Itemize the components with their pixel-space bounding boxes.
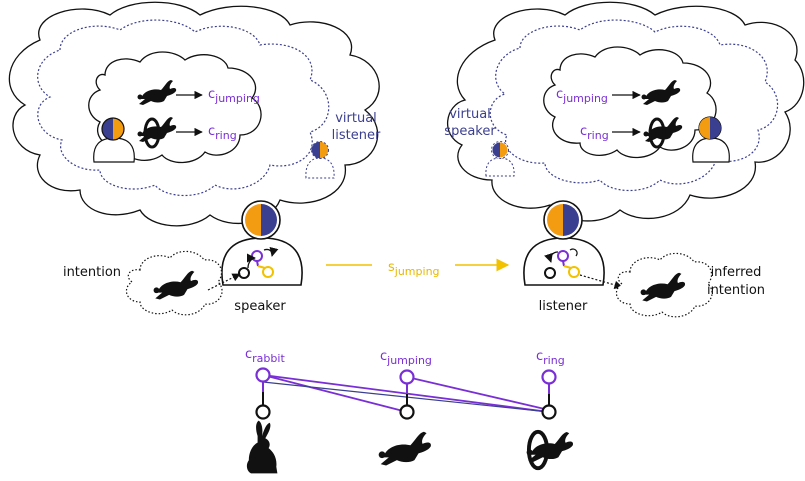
speaker-inner-self [93,117,135,163]
inferred-intention-cloud: inferred intention [615,252,765,318]
concept-node-rabbit [255,367,271,383]
svg-text:intention: intention [707,283,765,298]
listener-thought-row-1: cjumping [556,80,681,105]
listener-thought-cloud [446,1,805,222]
speaker-thought-row-2: cring [137,117,237,149]
listener: listener [523,200,623,314]
concept-node-jumping [399,369,415,385]
virtual-listener: virtual listener [305,111,381,179]
svg-text:speaker: speaker [234,299,286,314]
svg-text:virtual: virtual [335,111,377,126]
lexicon-concept-label: cjumping [380,349,432,367]
concept-label: cjumping [208,87,260,105]
signal-label: sjumping [388,260,440,278]
concept-label: cring [208,124,237,142]
svg-text:virtual: virtual [449,107,491,122]
svg-text:speaker: speaker [444,124,496,139]
rabbit-jumping-icon [378,431,431,466]
virtual-speaker: virtual speaker [444,107,515,177]
rabbit-sitting-icon [246,420,278,474]
concept-node-ring [541,369,557,385]
speaker-thought-cloud [8,1,380,227]
speaker: speaker [221,200,303,314]
svg-text:inferred: inferred [711,265,762,280]
lexicon-concept-label: crabbit [245,347,285,365]
referent-node [541,404,557,420]
concept-label: cring [580,124,609,142]
intention-cloud: intention [63,250,241,316]
svg-text:intention: intention [63,265,121,280]
lexicon-concept-label: cring [536,349,565,367]
referent-node [255,404,271,420]
svg-text:listener: listener [332,128,381,143]
listener-thought-row-2: cring [580,117,683,149]
listener-inner-self [692,116,730,163]
svg-text:listener: listener [539,299,588,314]
concept-label: cjumping [556,87,608,105]
lexicon: crabbit cjumping cring [245,347,574,474]
speaker-thought-row-1: cjumping [137,80,260,105]
signal-arrow: sjumping [326,258,510,278]
referent-node [399,404,415,420]
